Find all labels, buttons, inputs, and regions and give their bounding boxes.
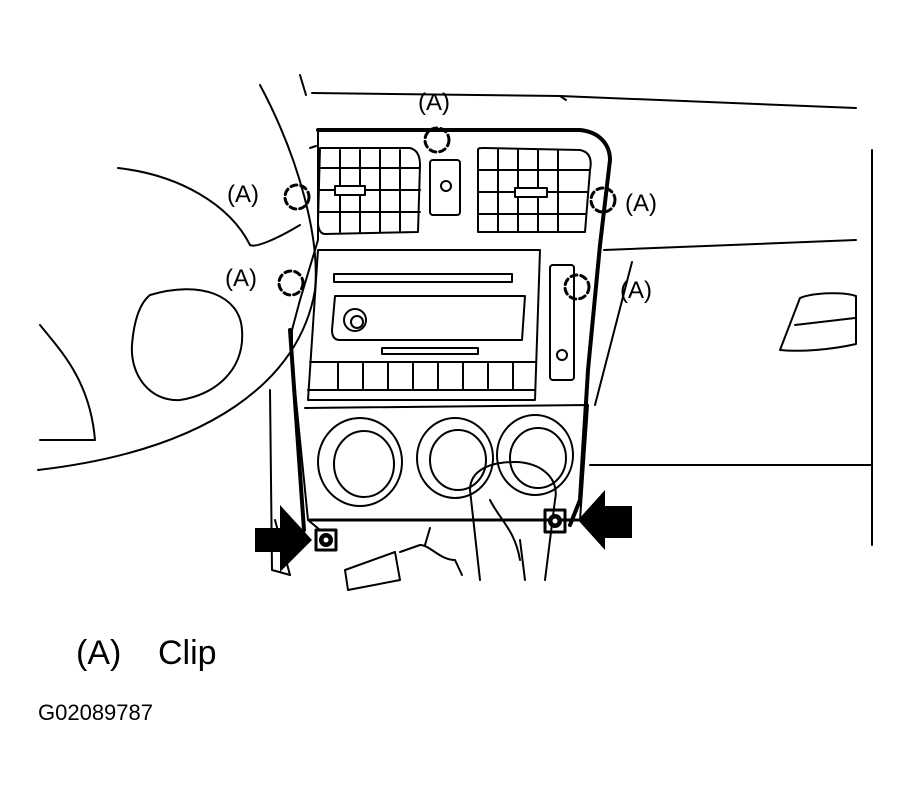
callout-label-lower-right: (A) [620, 277, 652, 304]
callout-label-upper-right: (A) [625, 190, 657, 217]
audio-unit [307, 249, 541, 401]
screw-right-icon [543, 508, 567, 534]
dashboard-outline [299, 74, 873, 546]
callout-label-upper-left: (A) [227, 181, 259, 208]
legend: (A) Clip [76, 634, 217, 673]
lower-console [344, 527, 526, 591]
right-air-vent [477, 147, 592, 233]
hazard-switch [429, 159, 461, 216]
callout-label-lower-left: (A) [225, 265, 257, 292]
dash-side-vent [779, 292, 857, 352]
clip-lower-right-icon [563, 273, 591, 301]
steering-wheel [37, 84, 317, 576]
clip-top-icon [423, 126, 451, 154]
climate-control-panel [304, 404, 589, 521]
callout-label-top: (A) [418, 89, 450, 116]
clip-lower-left-icon [277, 269, 305, 297]
left-air-vent [317, 147, 421, 235]
center-panel-frame [288, 128, 612, 532]
figure-id: G02089787 [38, 700, 153, 725]
side-switch-panel [549, 264, 575, 381]
clip-upper-right-icon [589, 186, 617, 214]
shift-lever [469, 461, 557, 581]
arrow-left-icon [255, 505, 312, 572]
legend-text: Clip [158, 634, 217, 672]
screw-left-icon [314, 528, 338, 552]
legend-label: (A) [76, 634, 122, 672]
callout-leader-line [594, 261, 633, 406]
arrow-right-icon [578, 490, 632, 550]
clip-upper-left-icon [283, 183, 311, 211]
